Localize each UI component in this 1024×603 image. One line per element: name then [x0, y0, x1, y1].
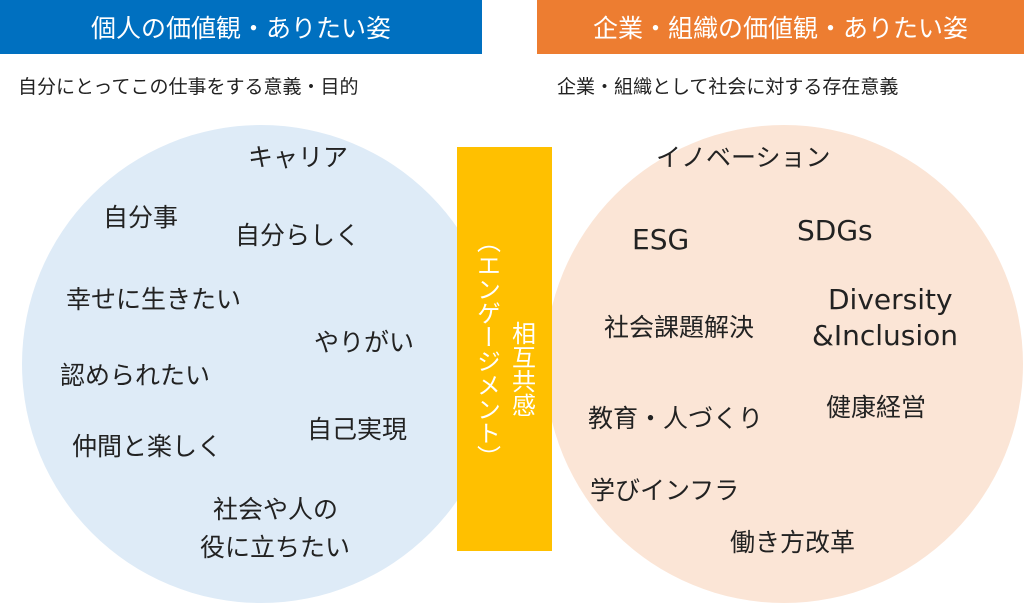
organization-header-text: 企業・組織の価値観・ありたい姿 — [592, 14, 968, 43]
personal-word: キャリア — [248, 143, 349, 172]
org-word: Diversity — [828, 283, 953, 316]
organization-subtitle: 企業・組織として社会に対する存在意義 — [557, 76, 899, 98]
personal-header-text: 個人の価値観・ありたい姿 — [90, 14, 391, 43]
personal-word: 社会や人の — [213, 495, 339, 524]
personal-word: 自己実現 — [307, 415, 408, 444]
personal-word: 役に立ちたい — [200, 533, 351, 562]
personal-subtitle: 自分にとってこの仕事をする意義・目的 — [18, 76, 359, 98]
personal-header: 個人の価値観・ありたい姿 — [0, 0, 482, 54]
org-word: &Inclusion — [812, 319, 959, 352]
org-word: 社会課題解決 — [604, 313, 755, 342]
personal-word: 自分らしく — [235, 221, 361, 250]
engagement-label: （エンゲージメント） — [472, 229, 501, 469]
org-word: 学びインフラ — [590, 476, 740, 505]
mutual-empathy-label: 相互共感 — [507, 321, 536, 417]
personal-word: 仲間と楽しく — [72, 432, 223, 461]
org-word: SDGs — [797, 214, 873, 247]
org-word: 教育・人づくり — [588, 404, 764, 433]
org-word: イノベーション — [656, 143, 831, 172]
personal-circle — [22, 125, 500, 603]
organization-circle — [545, 125, 1023, 603]
org-word: 健康経営 — [826, 393, 927, 422]
org-word: 働き方改革 — [730, 528, 856, 557]
personal-word: 自分事 — [103, 203, 179, 232]
personal-word: やりがい — [314, 328, 415, 357]
organization-header: 企業・組織の価値観・ありたい姿 — [537, 0, 1024, 54]
personal-word: 認められたい — [60, 361, 211, 390]
personal-word: 幸せに生きたい — [66, 285, 242, 314]
mutual-empathy-bar: 相互共感 （エンゲージメント） — [457, 147, 552, 551]
org-word: ESG — [632, 223, 690, 256]
